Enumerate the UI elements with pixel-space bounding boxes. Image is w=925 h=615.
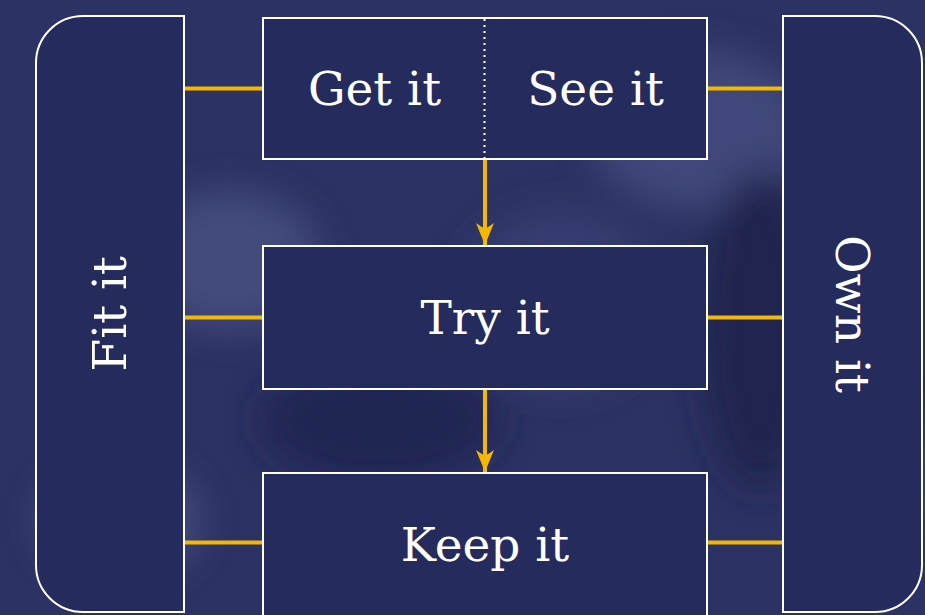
flow-arrow [483,390,487,472]
stage-label: See it [527,63,664,115]
link-line [708,541,782,545]
stage-label: Try it [420,292,549,344]
stage-label: Own it [827,235,879,393]
process-box: Try it [262,245,708,390]
side-band: Fit it [35,15,185,613]
box-half: See it [485,19,706,158]
stage-label: Keep it [401,519,569,571]
process-box: Get it See it [262,17,708,160]
process-box: Keep it [262,472,708,615]
link-line [185,87,262,91]
side-band: Own it [782,15,923,613]
link-line [185,316,262,320]
link-line [708,316,782,320]
box-half: Get it [264,19,485,158]
stage-label: Fit it [84,256,136,371]
flow-arrow [483,160,487,245]
dotted-divider [484,19,486,158]
stage-label: Get it [308,63,441,115]
link-line [708,87,782,91]
link-line [185,541,262,545]
